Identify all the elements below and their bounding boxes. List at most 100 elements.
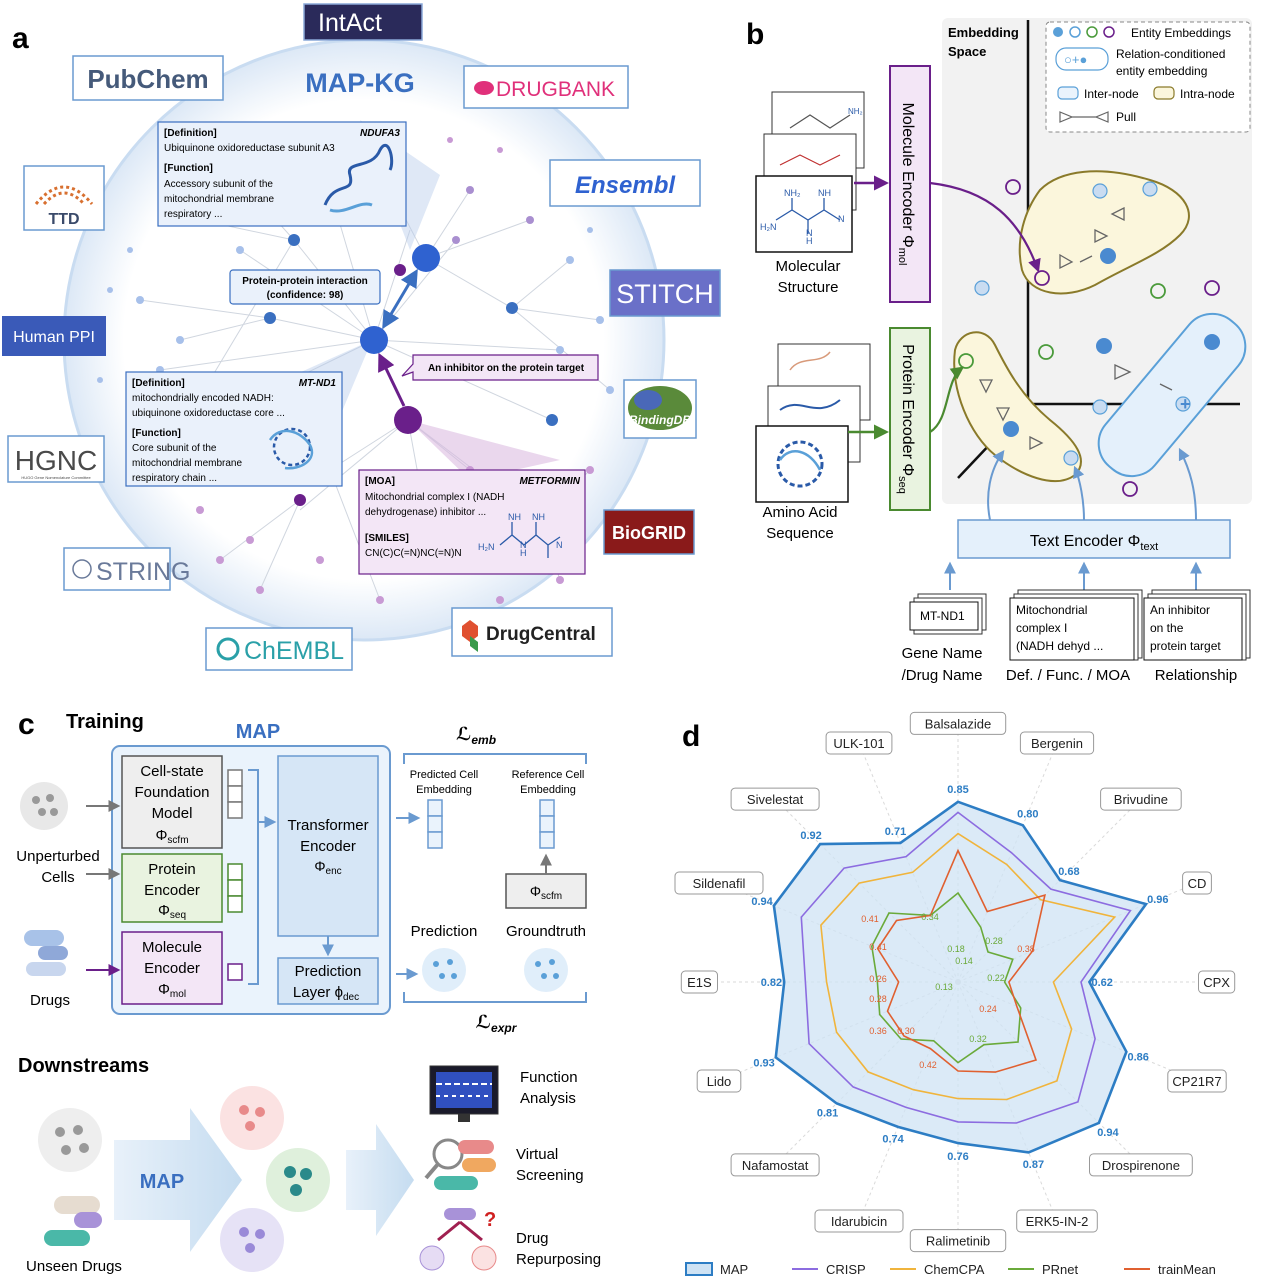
unperturbed-label: Cells [41,869,74,886]
radar-inner-label: 0.36 [869,1026,887,1036]
radar-value-labels: 0.850.800.680.960.620.860.940.870.760.74… [751,784,1168,1171]
db-hgnc-label: HGNC [15,445,97,476]
radar-category-box [680,970,718,994]
molecular-structure-stack: NH₂ NH H₂N N H N NH₂ [755,91,865,253]
prot-to-embedding-arrow [929,366,965,433]
db-intact: IntAct [303,3,423,41]
ppi-callout: Protein-protein interaction (confidence:… [229,269,381,305]
ndufa3-def: Ubiquinone oxidoreductase subunit A3 [164,143,335,154]
legend-relation: Relation-conditioned [1116,47,1225,61]
prediction-cells [422,948,466,992]
radar-inner-label: 0.38 [1017,944,1035,954]
db-human-ppi-label: Human PPI [13,329,95,346]
metformin-atom: NH [532,512,545,522]
radar-inner-label: 0.30 [897,1026,915,1036]
loss-emb: ℒemb [456,724,496,747]
radar-category-box [814,1209,904,1233]
text-encoder-label: Text Encoder Φtext [1030,533,1158,553]
panel-c: Training MAP Unperturbed Cells Drugs Cel… [16,711,601,1275]
protein-structure-stack [755,343,871,503]
legend-inter: Inter-node [1084,87,1139,101]
scfm-gt-label: Φscfm [530,883,562,902]
input-arrows [86,800,121,976]
metformin-smiles-tag: [SMILES] [365,533,409,544]
pred-cell-embedding [427,799,443,849]
radar-value-label: 0.76 [947,1151,968,1163]
panel-letter-b: b [746,18,764,51]
radar-series-trainmean [876,848,1046,1073]
task-label: Function [520,1069,578,1086]
radar-value-label: 0.87 [1023,1159,1044,1171]
metformin-wedge [408,420,560,480]
ndufa3-name: NDUFA3 [360,128,400,139]
legend-pull: Pull [1116,110,1136,124]
downstream-cell-states [220,1086,330,1272]
text-encoder-box [957,519,1231,559]
radar-category-box [909,1229,1007,1253]
ppi-edge [382,268,418,330]
aa-sequence-caption: Amino Acid [762,504,837,521]
drug-repurposing-icon: ? [419,1208,497,1271]
inhibitor-edge [378,352,406,407]
embedding-legend: Entity Embeddings ○+● Relation-condition… [1045,21,1251,133]
mol-atom: N [806,228,813,238]
mtnd1-def-line: ubiquinone oxidoreductase core ... [132,408,285,419]
radar-inner-label: 0.26 [869,974,887,984]
drugs-icon [24,930,68,976]
molecule-encoder-c-label: Encoder [144,960,200,977]
db-ttd: TTD [23,165,105,231]
kg-title: MAP-KG [305,68,415,98]
mol-atom: H [806,236,813,246]
embedding-space-label: Embedding [948,25,1019,40]
radar-category-box [1016,1209,1098,1233]
mtnd1-func-line: mitochondrial membrane [132,458,242,469]
mol-structure-caption: Molecular [775,258,840,275]
loss-emb-bracket [403,753,587,764]
unseen-drugs-icon [44,1196,102,1246]
prediction-label: Prediction [411,923,478,940]
db-bindingdb-label: BindingDB [629,413,691,427]
db-pubchem: PubChem [72,55,224,101]
db-hgnc: HGNC HUGO Gene Nomenclature Committee [7,435,105,483]
molecule-encoder-c-label: Molecule [142,939,202,956]
legend-label-crisp: CRISP [826,1262,866,1277]
metformin-card: [MOA] METFORMIN Mitochondrial complex I … [358,469,586,575]
mtnd1-def-line: mitochondrially encoded NADH: [132,393,274,404]
ndufa3-func-tag: [Function] [164,163,213,174]
metformin-moa-tag: [MOA] [365,476,395,487]
prediction-layer-label: Layer ϕdec [293,984,359,1003]
db-pubchem-label: PubChem [87,64,208,94]
doc-rel-line: on the [1150,621,1184,635]
radar-category-label: Sildenafil [693,876,746,891]
scfm-label: Cell-state [140,763,203,780]
embedding-space-label: Space [948,44,986,59]
db-ttd-label: TTD [48,211,79,228]
ppi-label-line: (confidence: 98) [267,290,344,301]
caption-gene: /Drug Name [902,667,983,684]
legend-entity: Entity Embeddings [1131,26,1231,40]
mtnd1-name: MT-ND1 [299,378,337,389]
radar-value-label: 0.80 [1017,809,1038,821]
mtnd1-func-tag: [Function] [132,428,181,439]
legend-relation: entity embedding [1116,64,1207,78]
scfm-embedding [227,769,243,819]
radar-series-chemcpa [820,832,1117,1101]
radar-category-label: Sivelestat [747,792,804,807]
mtnd1-protein-icon [268,427,314,470]
db-drugcentral: DrugCentral [451,607,613,657]
radar-category-box [909,711,1007,735]
aa-sequence-caption: Sequence [766,525,834,542]
prediction-layer-label: Prediction [295,963,362,980]
mtnd1-def-tag: [Definition] [132,378,185,389]
ndufa3-def-tag: [Definition] [164,128,217,139]
radar-inner-label: 0.32 [969,1034,987,1044]
protein-embedding [227,863,243,913]
task-label: Virtual [516,1146,558,1163]
radar-value-label: 0.74 [882,1134,904,1146]
task-label: Analysis [520,1090,576,1107]
db-stitch-label: STITCH [616,279,714,309]
doc-def-line: complex I [1016,621,1067,635]
